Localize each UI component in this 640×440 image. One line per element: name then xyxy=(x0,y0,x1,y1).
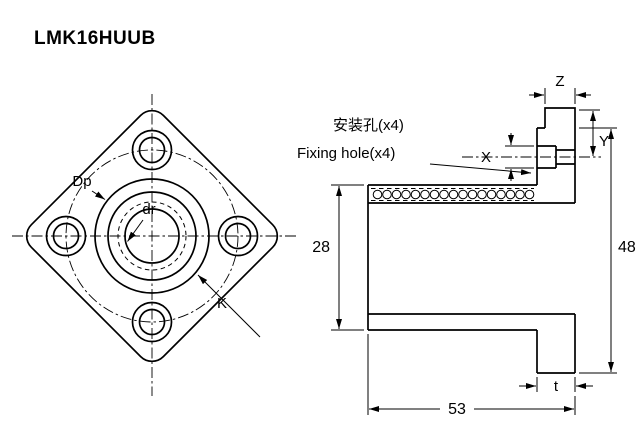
bolt-pitch-circle xyxy=(65,149,239,323)
dimension-x: X xyxy=(481,133,534,181)
retainer-dashed-lines xyxy=(371,188,534,201)
dimension-y: Y xyxy=(579,109,609,156)
dimension-overall-length: 53 xyxy=(367,334,576,418)
fixing-hole-leader-arrow xyxy=(429,163,532,176)
body-od-value: 28 xyxy=(312,239,330,256)
dr-leader-arrow xyxy=(127,219,144,242)
sleeve-od-circle xyxy=(107,191,197,281)
dimension-z: Z xyxy=(529,73,591,104)
dp-leader-arrow xyxy=(91,190,106,200)
dimension-flange-od: 48 xyxy=(579,127,636,374)
flange-outline xyxy=(536,107,576,374)
side-view: 安装孔(x4) Fixing hole(x4) Z X Y 28 xyxy=(297,73,636,418)
mounting-hole-bottom xyxy=(131,301,173,343)
dp-label: Dp xyxy=(72,173,91,190)
overall-length-value: 53 xyxy=(448,401,466,418)
y-label: Y xyxy=(599,133,609,150)
t-label: t xyxy=(554,378,559,395)
k-leader-arrow xyxy=(197,274,261,338)
note-fixing-hole-en: Fixing hole(x4) xyxy=(297,145,395,162)
dimension-t: t xyxy=(519,377,593,395)
mounting-hole-top xyxy=(131,129,173,171)
pilot-diameter-circle xyxy=(94,178,210,294)
part-number-title: LMK16HUUB xyxy=(34,28,156,49)
ball-track-circle xyxy=(117,201,187,271)
dr-label: dr xyxy=(142,201,155,218)
bore-lines xyxy=(368,202,575,315)
front-view: Dp dr K xyxy=(12,94,296,396)
mounting-hole-right xyxy=(217,215,259,257)
square-flange-outline xyxy=(25,109,279,363)
k-label: K xyxy=(217,295,227,312)
z-label: Z xyxy=(555,73,564,90)
body-outline xyxy=(367,184,537,331)
mounting-hole-left xyxy=(45,215,87,257)
ball-bearing-row xyxy=(372,189,535,200)
note-fixing-hole-cn: 安装孔(x4) xyxy=(333,117,404,134)
flange-od-value: 48 xyxy=(618,239,636,256)
bore-circle xyxy=(124,208,180,264)
x-label: X xyxy=(481,149,491,166)
dimension-body-od: 28 xyxy=(312,184,364,331)
